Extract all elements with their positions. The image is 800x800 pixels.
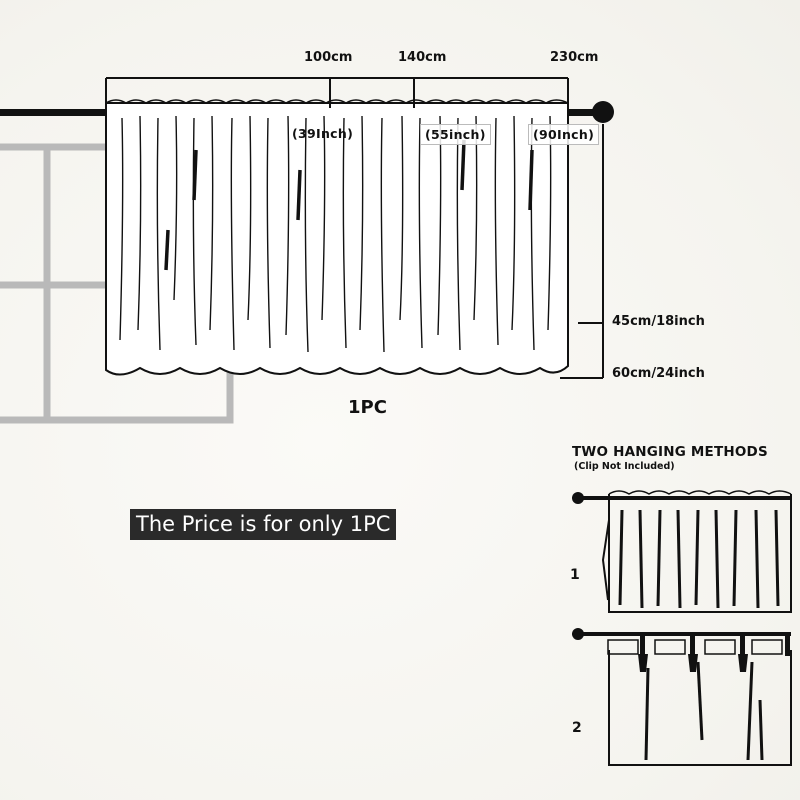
width-label-140cm: 140cm [398, 50, 447, 65]
height-dimension-lines [560, 124, 604, 379]
width-label-230cm: 230cm [550, 50, 599, 65]
width-dimension-lines [105, 77, 569, 108]
price-note: The Price is for only 1PC [130, 509, 397, 540]
curtain-panel [105, 99, 569, 376]
width-label-55inch: (55inch) [420, 124, 491, 145]
width-label-100cm: 100cm [304, 50, 353, 65]
width-label-39inch: (39Inch) [292, 126, 354, 141]
method-step-1: 1 [570, 567, 580, 583]
hanging-methods-note: (Clip Not Included) [574, 461, 675, 472]
method-2-clip-illustration [572, 628, 792, 766]
width-label-90inch: (90Inch) [528, 124, 600, 145]
height-label-60cm: 60cm/24inch [612, 366, 705, 381]
height-label-45cm: 45cm/18inch [612, 314, 705, 329]
method-1-rod-pocket-illustration [572, 490, 792, 613]
method-step-2: 2 [572, 720, 582, 736]
hanging-methods-title: TWO HANGING METHODS [572, 444, 768, 460]
quantity-label: 1PC [348, 397, 387, 418]
